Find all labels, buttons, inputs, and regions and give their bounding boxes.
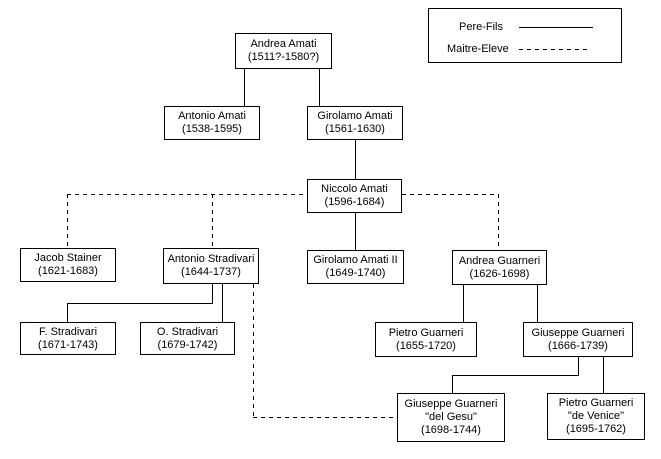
edge-girolamo-amati-niccolo-amati — [355, 140, 356, 179]
node-andrea-amati: Andrea Amati (1511?-1580?) — [235, 33, 332, 69]
node-dates: (1655-1720) — [396, 339, 456, 352]
node-name: Giuseppe Guarneri — [404, 398, 498, 410]
node-dates: (1538-1595) — [182, 123, 242, 135]
node-name: Antonio Stradivari — [167, 253, 255, 265]
edge-niccolo-antonio-stradivari-dashed-v — [212, 194, 213, 248]
edge-andrea-guarneri-pietro-guarneri — [463, 285, 464, 322]
edge-antonio-stradivari-f-stradivari-v1 — [212, 284, 213, 304]
node-name: Jacob Stainer — [34, 252, 102, 264]
node-name: Niccolo Amati — [321, 183, 388, 195]
legend-box: Pere-Fils Maitre-Eleve — [428, 8, 622, 63]
edge-niccolo-right-dashed-h — [402, 194, 498, 195]
node-o-stradivari: O. Stradivari (1679-1742) — [140, 322, 235, 355]
node-name: Andrea Amati — [250, 38, 317, 50]
legend-pere-fils-line-sample — [519, 27, 593, 28]
node-name: Giuseppe Guarneri — [531, 326, 625, 339]
legend-maitre-eleve-label: Maitre-Eleve — [447, 43, 509, 55]
edge-antonio-stradivari-f-stradivari-v2 — [67, 303, 68, 322]
node-dates: (1649-1740) — [325, 267, 386, 279]
node-dates: (1561-1630) — [325, 123, 385, 135]
node-girolamo-amati: Girolamo Amati (1561-1630) — [307, 106, 403, 140]
edge-niccolo-andrea-guarneri-dashed-v — [498, 194, 499, 250]
node-dates: (1679-1742) — [157, 338, 218, 351]
node-dates: (1621-1683) — [38, 265, 98, 277]
node-alias: "de Venice" — [567, 410, 625, 422]
node-name: Pietro Guarneri — [558, 397, 634, 409]
node-dates: (1666-1739) — [548, 339, 608, 352]
node-f-stradivari: F. Stradivari (1671-1743) — [20, 322, 116, 355]
edge-antonio-stradivari-o-stradivari — [222, 284, 223, 322]
node-name: Girolamo Amati — [317, 110, 393, 122]
edge-giuseppe-guarneri-del-gesu-v1 — [578, 357, 579, 375]
edge-niccolo-amati-girolamo-amati-ii — [355, 213, 356, 250]
node-pietro-guarneri: Pietro Guarneri (1655-1720) — [375, 322, 477, 357]
node-name: Girolamo Amati II — [313, 254, 398, 266]
node-antonio-stradivari: Antonio Stradivari (1644-1737) — [163, 248, 259, 284]
node-dates: (1671-1743) — [38, 338, 98, 351]
node-antonio-amati: Antonio Amati (1538-1595) — [164, 106, 260, 140]
edge-niccolo-jacob-stainer-dashed-v — [67, 194, 68, 248]
node-jacob-stainer: Jacob Stainer (1621-1683) — [20, 248, 116, 282]
node-giuseppe-guarneri: Giuseppe Guarneri (1666-1739) — [523, 322, 633, 357]
edge-andrea-guarneri-giuseppe-guarneri — [537, 285, 538, 322]
edge-niccolo-left-dashed-h — [67, 194, 307, 195]
node-alias: "del Gesu" — [425, 411, 477, 423]
edge-giuseppe-guarneri-del-gesu-h — [452, 375, 579, 376]
node-dates: (1698-1744) — [421, 424, 481, 436]
node-dates: (1511?-1580?) — [247, 51, 320, 63]
edge-antonio-stradivari-f-stradivari-h — [67, 303, 213, 304]
node-girolamo-amati-ii: Girolamo Amati II (1649-1740) — [307, 250, 404, 284]
node-dates: (1644-1737) — [181, 266, 241, 278]
node-name: F. Stradivari — [38, 325, 98, 338]
node-name: Pietro Guarneri — [388, 326, 464, 339]
edge-giuseppe-guarneri-de-venice — [603, 357, 604, 393]
edge-giuseppe-guarneri-del-gesu-v2 — [452, 375, 453, 393]
legend-pere-fils-label: Pere-Fils — [459, 21, 504, 33]
node-giuseppe-guarneri-del-gesu: Giuseppe Guarneri "del Gesu" (1698-1744) — [397, 393, 505, 442]
node-andrea-guarneri: Andrea Guarneri (1626-1698) — [452, 250, 547, 285]
legend-maitre-eleve-line-sample — [519, 49, 591, 50]
edge-stradivari-del-gesu-dashed-v — [253, 284, 254, 417]
node-niccolo-amati: Niccolo Amati (1596-1684) — [307, 179, 402, 213]
node-pietro-guarneri-de-venice: Pietro Guarneri "de Venice" (1695-1762) — [547, 393, 645, 440]
edge-andrea-amati-girolamo-amati — [319, 69, 320, 106]
node-name: O. Stradivari — [156, 325, 219, 338]
node-name: Antonio Amati — [178, 110, 246, 122]
edge-andrea-amati-antonio-amati — [244, 69, 245, 106]
node-dates: (1596-1684) — [324, 196, 385, 208]
node-dates: (1626-1698) — [469, 267, 530, 280]
node-name: Andrea Guarneri — [458, 254, 541, 267]
edge-stradivari-del-gesu-dashed-h — [253, 417, 397, 418]
node-dates: (1695-1762) — [566, 423, 626, 435]
